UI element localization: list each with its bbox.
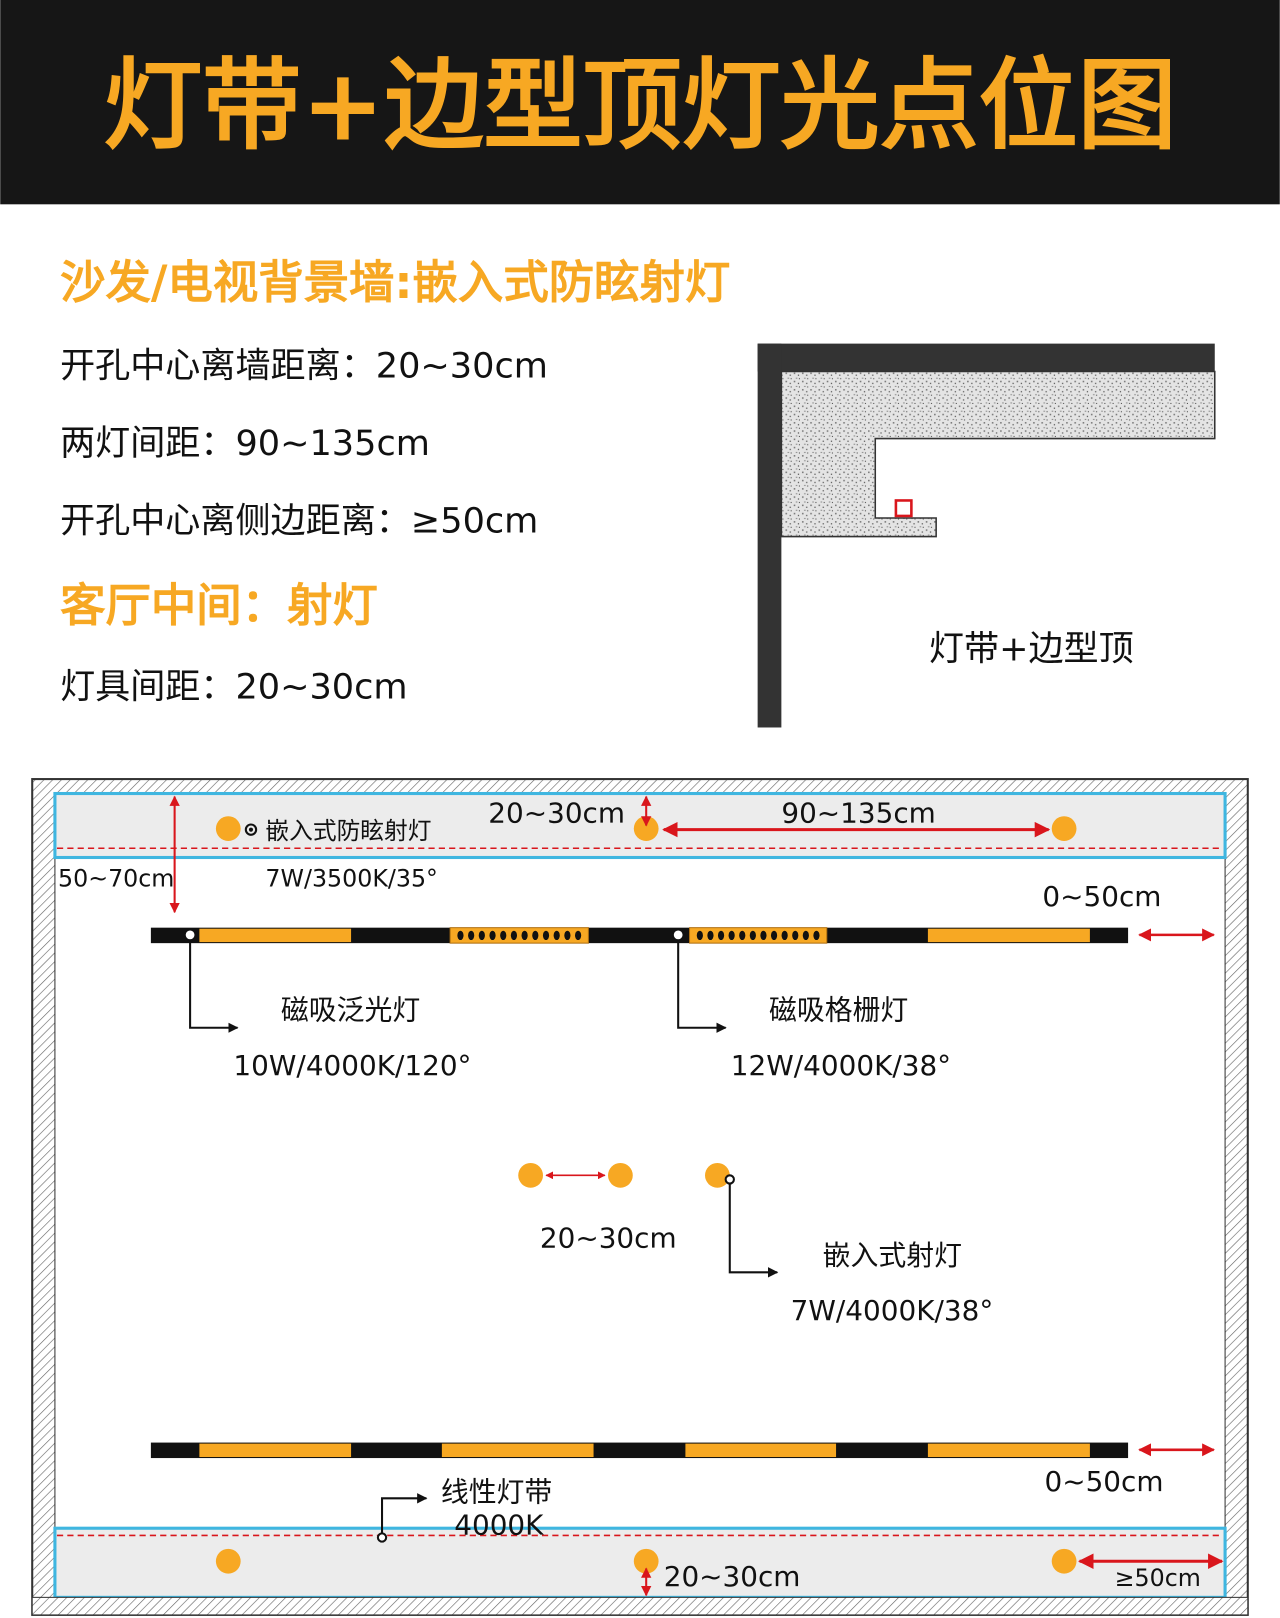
top-spacing-label: 90~135cm — [781, 796, 935, 829]
grille-led-dot — [770, 930, 778, 941]
grille-led-dot — [813, 930, 820, 941]
grille-light-spec: 12W/4000K/38° — [731, 1049, 951, 1082]
grille-led-dot — [553, 930, 560, 941]
spec-line: 开孔中心离侧边距离：≥50cm — [60, 500, 538, 541]
grille-led-dot — [707, 930, 714, 941]
grille-led-dot — [574, 930, 582, 941]
band-depth-label: 50~70cm — [58, 864, 174, 892]
grille-led-dot — [510, 930, 518, 941]
top-spot-spec: 7W/3500K/35° — [265, 864, 437, 892]
flood-light-label: 磁吸泛光灯 — [281, 994, 420, 1027]
spotlight — [608, 1162, 633, 1188]
bottom-strip-gap-label: 0~50cm — [1044, 1465, 1163, 1498]
linear-light-strip — [150, 1442, 1129, 1459]
cross-section-label: 灯带+边型顶 — [929, 628, 1134, 669]
header-banner — [0, 0, 1280, 205]
middle-spacing-label: 20~30cm — [540, 1222, 677, 1255]
linear-strip-spec: 4000K — [454, 1508, 544, 1541]
spotlight — [215, 816, 241, 841]
grille-led-dot — [500, 930, 507, 941]
grille-led-dot — [717, 930, 725, 941]
spec-line: 灯具间距：20~30cm — [60, 667, 408, 708]
grille-led-dot — [521, 930, 528, 941]
light-strip-marker — [894, 499, 913, 518]
spotlight — [215, 1548, 241, 1574]
top-wall-offset-label: 20~30cm — [488, 796, 625, 829]
grille-led-dot — [760, 930, 767, 941]
grille-led-dot — [468, 930, 475, 941]
side-offset-label: ≥50cm — [1115, 1564, 1201, 1592]
section-heading-living-center: 客厅中间：射灯 — [60, 579, 378, 632]
grille-led-dot — [739, 930, 746, 941]
spotlight — [633, 1548, 659, 1574]
grille-led-dot — [564, 930, 571, 941]
spec-line: 两灯间距：90~135cm — [60, 423, 430, 464]
top-strip-gap-label: 0~50cm — [1042, 880, 1161, 913]
grille-led-dot — [792, 930, 799, 941]
spotlight — [633, 816, 659, 841]
grille-led-dot — [696, 930, 703, 941]
bottom-wall-offset-label: 20~30cm — [664, 1560, 801, 1593]
spotlight — [1051, 1548, 1077, 1574]
linear-strip-label: 线性灯带 — [441, 1475, 552, 1508]
ceiling-cross-section — [757, 343, 1216, 728]
grille-led-dot — [802, 930, 809, 941]
middle-spot-label: 嵌入式射灯 — [823, 1239, 962, 1272]
grille-led-dot — [489, 930, 496, 941]
spotlight — [518, 1162, 544, 1188]
page-title: 灯带+边型顶灯光点位图 — [103, 48, 1176, 163]
spotlight — [705, 1162, 730, 1188]
grille-led-dot — [478, 930, 485, 941]
grille-led-dot — [542, 930, 550, 941]
middle-spot-spec: 7W/4000K/38° — [791, 1294, 994, 1327]
grille-led-dot — [457, 930, 464, 941]
grille-led-dot — [749, 930, 756, 941]
magnetic-track — [150, 927, 1129, 944]
spotlight — [1051, 816, 1077, 841]
callout-dot-icon — [244, 823, 258, 836]
section-heading-sofa-tv: 沙发/电视背景墙:嵌入式防眩射灯 — [60, 256, 730, 309]
grille-led-dot — [781, 930, 788, 941]
grille-led-dot — [728, 930, 735, 941]
grille-led-dot — [532, 930, 539, 941]
top-spot-label: 嵌入式防眩射灯 — [265, 817, 431, 845]
grille-light-label: 磁吸格栅灯 — [769, 994, 908, 1027]
spec-line: 开孔中心离墙距离：20~30cm — [60, 346, 548, 387]
flood-light-spec: 10W/4000K/120° — [233, 1049, 471, 1082]
